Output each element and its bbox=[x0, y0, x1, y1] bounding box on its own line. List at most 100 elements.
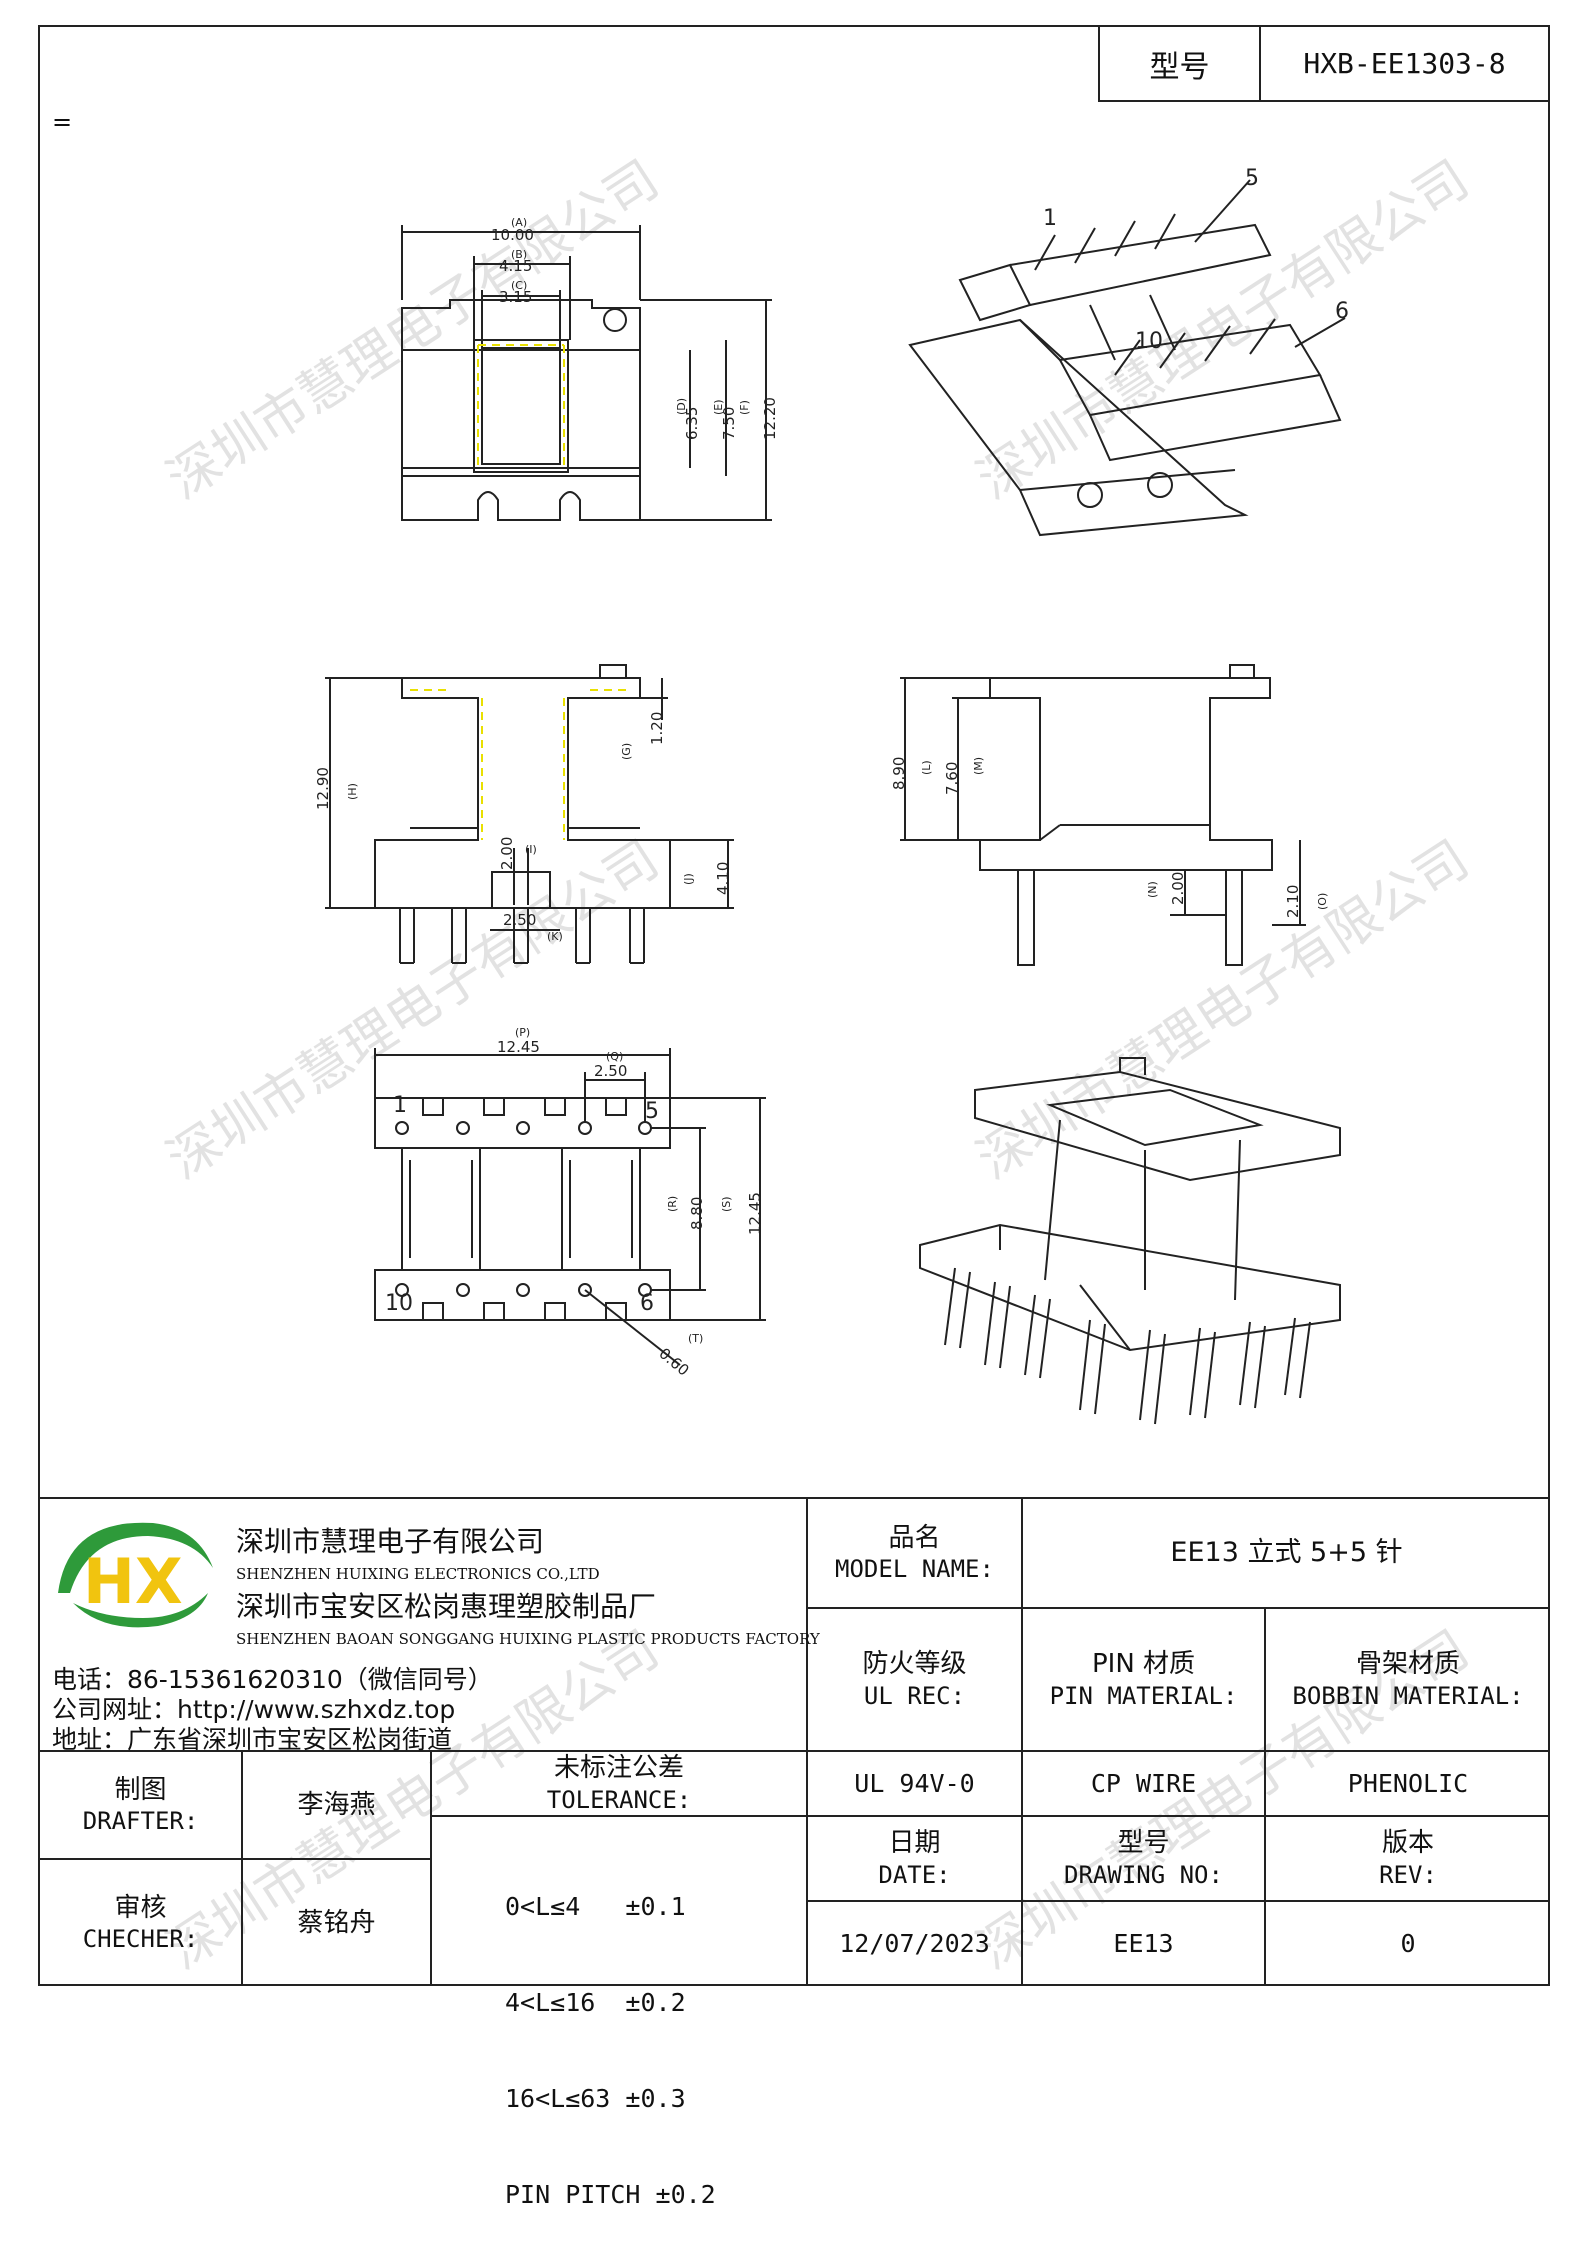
iso-pin-1: 1 bbox=[1043, 206, 1057, 231]
technical-drawing: (A) 10.00 (B) 4.15 (C) 3.15 (D) 6.35 (E)… bbox=[314, 166, 1349, 1425]
iso-pin-5: 5 bbox=[1245, 166, 1259, 191]
tolerance-en: TOLERANCE: bbox=[546, 1785, 692, 1814]
iso-pin-6: 6 bbox=[1335, 299, 1349, 324]
tb-vline-4 bbox=[241, 1750, 243, 1986]
drafter-name: 李海燕 bbox=[297, 1789, 376, 1820]
tb-vline-2 bbox=[1021, 1497, 1023, 1986]
date-cn: 日期 bbox=[888, 1828, 941, 1859]
drawing-no-cn: 型号 bbox=[1117, 1828, 1170, 1859]
iso-view-bottom bbox=[919, 1057, 1341, 1425]
dim-K-value: 2.50 bbox=[503, 911, 536, 929]
dim-M-label: (M) bbox=[972, 757, 985, 775]
tb-line-4 bbox=[38, 1858, 432, 1860]
tolerance-line-1: 0<L≤4 ±0.1 bbox=[505, 1892, 686, 1921]
tolerance-label: 未标注公差 TOLERANCE: bbox=[432, 1752, 806, 1815]
model-name-label: 品名 MODEL NAME: bbox=[808, 1499, 1021, 1607]
dim-J-value: 4.10 bbox=[714, 862, 732, 895]
company-name-cn: 深圳市慧理电子有限公司 bbox=[236, 1525, 545, 1558]
ul-label-en: UL REC: bbox=[863, 1681, 966, 1710]
dim-K-label: (K) bbox=[547, 930, 563, 943]
drawing-no-en: DRAWING NO: bbox=[1064, 1860, 1223, 1889]
header-model-label: 型号 bbox=[1098, 25, 1261, 102]
checker-en: CHECHER: bbox=[82, 1925, 199, 1954]
dim-A-label: (A) bbox=[511, 216, 527, 229]
tolerance-line-4: PIN PITCH ±0.2 bbox=[505, 2180, 716, 2209]
dim-F-label: (F) bbox=[738, 400, 751, 415]
dim-N-label: (N) bbox=[1146, 881, 1159, 898]
drafter-label: 制图 DRAFTER: bbox=[40, 1752, 241, 1858]
dim-C-value: 3.15 bbox=[499, 288, 532, 306]
bottom-pin-10: 10 bbox=[385, 1291, 413, 1316]
company-name-en: SHENZHEN HUIXING ELECTRONICS CO.,LTD bbox=[236, 1565, 600, 1583]
stray-mark: = bbox=[52, 108, 73, 136]
company-address: 地址：广东省深圳市宝安区松岗街道 bbox=[52, 1725, 453, 1754]
drafter-en: DRAFTER: bbox=[82, 1807, 199, 1836]
dim-E-label: (E) bbox=[712, 399, 725, 415]
dim-T-label: (T) bbox=[688, 1332, 703, 1345]
dim-S-label: (S) bbox=[720, 1196, 733, 1212]
side-view bbox=[900, 664, 1306, 966]
ul-label: 防火等级 UL REC: bbox=[808, 1609, 1021, 1750]
checker-label: 审核 CHECHER: bbox=[40, 1860, 241, 1986]
dim-B-value: 4.15 bbox=[499, 257, 532, 275]
dim-P-value: 12.45 bbox=[497, 1038, 540, 1056]
dim-M-value: 7.60 bbox=[943, 762, 961, 795]
dim-B-label: (B) bbox=[511, 248, 527, 261]
dim-R-label: (R) bbox=[666, 1196, 679, 1212]
tb-vline-3 bbox=[1264, 1607, 1266, 1986]
bobbin-material-cn: 骨架材质 bbox=[1355, 1649, 1460, 1680]
pin-material-label: PIN 材质 PIN MATERIAL: bbox=[1023, 1609, 1264, 1750]
date-label: 日期 DATE: bbox=[808, 1817, 1021, 1900]
date-en: DATE: bbox=[878, 1860, 951, 1889]
dim-F-value: 12.20 bbox=[761, 397, 779, 440]
dim-A-value: 10.00 bbox=[491, 226, 534, 244]
dim-O-value: 2.10 bbox=[1284, 885, 1302, 918]
pin-material-cn: PIN 材质 bbox=[1091, 1649, 1196, 1680]
dim-J-label: (J) bbox=[682, 873, 695, 885]
iso-view-top bbox=[908, 179, 1346, 537]
logo-text: HX bbox=[83, 1545, 183, 1618]
drawing-no-value: EE13 bbox=[1113, 1929, 1174, 1959]
dim-O-label: (O) bbox=[1316, 893, 1329, 910]
bottom-pin-6: 6 bbox=[640, 1291, 654, 1316]
tb-line-2 bbox=[38, 1750, 1550, 1752]
bottom-pin-5: 5 bbox=[645, 1099, 659, 1124]
tolerance-line-3: 16<L≤63 ±0.3 bbox=[505, 2084, 686, 2113]
tolerance-cn: 未标注公差 bbox=[553, 1753, 684, 1784]
tolerance-table: 0<L≤4 ±0.1 4<L≤16 ±0.2 16<L≤63 ±0.3 PIN … bbox=[505, 1827, 716, 2243]
dim-R-value: 8.80 bbox=[688, 1197, 706, 1230]
tolerance-line-2: 4<L≤16 ±0.2 bbox=[505, 1988, 686, 2017]
factory-name-cn: 深圳市宝安区松岗惠理塑胶制品厂 bbox=[236, 1590, 657, 1623]
dim-P-label: (P) bbox=[515, 1026, 530, 1039]
rev-label: 版本 REV: bbox=[1266, 1817, 1550, 1900]
checker-name: 蔡铭舟 bbox=[297, 1907, 376, 1938]
rev-en: REV: bbox=[1379, 1860, 1437, 1889]
dim-I-label: (I) bbox=[525, 843, 537, 856]
tb-line-1 bbox=[807, 1607, 1550, 1609]
checker-cn: 审核 bbox=[114, 1892, 167, 1923]
dim-L-label: (L) bbox=[920, 760, 933, 775]
tb-vline-5 bbox=[430, 1750, 432, 1986]
dim-N-value: 2.00 bbox=[1169, 872, 1187, 905]
dim-H-label: (H) bbox=[346, 783, 359, 800]
drawing-no-label: 型号 DRAWING NO: bbox=[1023, 1817, 1264, 1900]
drafter-cn: 制图 bbox=[114, 1774, 167, 1805]
ul-label-cn: 防火等级 bbox=[862, 1649, 967, 1680]
company-website: 公司网址：http://www.szhxdz.top bbox=[52, 1695, 456, 1724]
tb-line-3 bbox=[432, 1815, 1550, 1817]
top-view bbox=[401, 225, 772, 521]
bobbin-material-en: BOBBIN MATERIAL: bbox=[1292, 1681, 1524, 1710]
dim-D-value: 6.35 bbox=[683, 407, 701, 440]
dim-EF-value: 7.50 bbox=[720, 407, 738, 440]
header-model-value: HXB-EE1303-8 bbox=[1259, 25, 1550, 102]
front-view bbox=[325, 664, 734, 964]
iso-pin-10: 10 bbox=[1135, 329, 1163, 354]
dim-G-label: (G) bbox=[620, 743, 633, 760]
drawing-frame bbox=[38, 25, 1550, 1986]
dim-L-value: 8.90 bbox=[890, 757, 908, 790]
dim-Q-value: 2.50 bbox=[594, 1062, 627, 1080]
tb-vline-1 bbox=[806, 1497, 808, 1986]
pin-material-value: CP WIRE bbox=[1090, 1768, 1197, 1798]
rev-value: 0 bbox=[1400, 1929, 1416, 1959]
bottom-pin-1: 1 bbox=[393, 1093, 407, 1118]
